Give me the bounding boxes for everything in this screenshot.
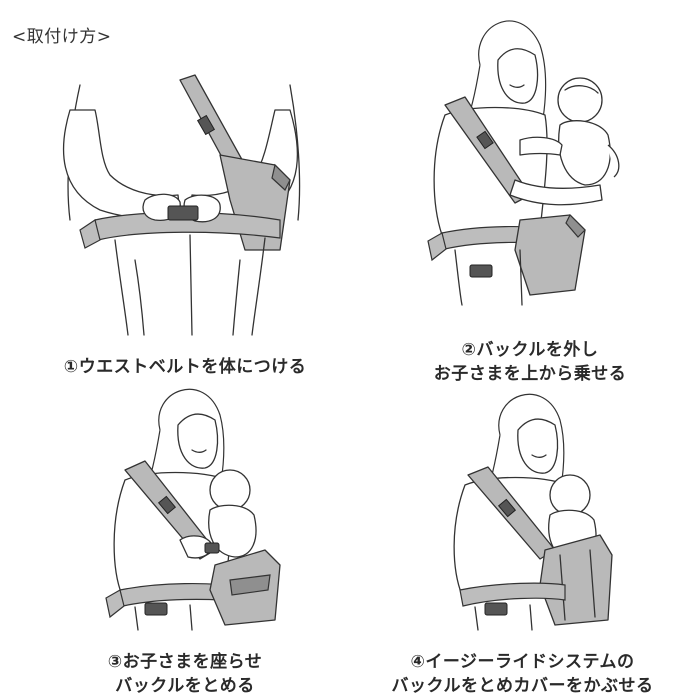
page-heading: <取付け方> bbox=[12, 27, 112, 47]
step-4-caption-line-2: バックルをとめカバーをかぶせる bbox=[391, 676, 654, 696]
step-3-panel: ③お子さまを座らせ バックルをとめる bbox=[30, 375, 340, 700]
step-4-panel: ④イージーライドシステムの バックルをとめカバーをかぶせる bbox=[350, 385, 695, 700]
step-1-caption-line-1: ①ウエストベルトを体につける bbox=[63, 357, 307, 377]
step-1-illustration bbox=[62, 74, 301, 336]
step-4-caption-line-1: ④イージーライドシステムの bbox=[410, 652, 635, 672]
step-2-caption-line-1: ②バックルを外し bbox=[461, 340, 599, 360]
step-3-caption-line-1: ③お子さまを座らせ bbox=[107, 652, 263, 672]
step-3-illustration bbox=[105, 388, 281, 631]
step-2-caption: ②バックルを外し お子さまを上から乗せる bbox=[370, 338, 690, 386]
step-4-illustration bbox=[453, 393, 613, 631]
step-4-caption: ④イージーライドシステムの バックルをとめカバーをかぶせる bbox=[350, 650, 695, 698]
step-2-illustration bbox=[427, 20, 620, 306]
step-3-caption: ③お子さまを座らせ バックルをとめる bbox=[30, 650, 340, 698]
step-3-caption-line-2: バックルをとめる bbox=[115, 676, 255, 696]
step-1-panel: ①ウエストベルトを体につける bbox=[40, 70, 330, 400]
step-2-panel: ②バックルを外し お子さまを上から乗せる bbox=[370, 5, 690, 395]
step-2-caption-line-2: お子さまを上から乗せる bbox=[433, 364, 627, 384]
step-1-caption: ①ウエストベルトを体につける bbox=[40, 355, 330, 379]
